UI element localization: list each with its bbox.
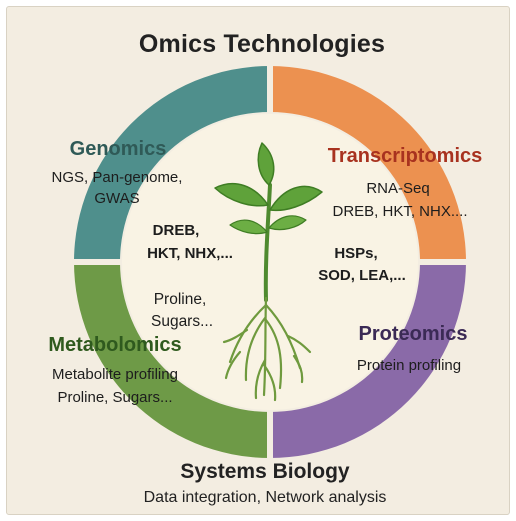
center-metabolites-line-1: Proline, <box>153 291 207 308</box>
center-disc <box>122 114 418 410</box>
systems-biology-subtitle: Data integration, Network analysis <box>143 489 387 506</box>
center-genes-line-2: HKT, NHX,... <box>147 245 233 262</box>
center-proteins-line-2: SOD, LEA,... <box>318 267 406 284</box>
transcriptomics-line-1: RNA-Seq <box>366 180 430 197</box>
systems-biology-title: Systems Biology <box>180 460 350 483</box>
figure-title: Omics Technologies <box>138 30 386 58</box>
genomics-quadrant <box>74 66 270 262</box>
genomics-label: Genomics <box>69 138 167 160</box>
proteomics-label: Proteomics <box>358 323 468 345</box>
metabolomics-label: Metabolomics <box>48 334 182 356</box>
metabolomics-quadrant <box>74 262 270 458</box>
proteomics-line-1: Protein profiling <box>356 357 462 374</box>
transcriptomics-line-2: DREB, HKT, NHX.... <box>332 203 468 220</box>
metabolomics-line-2: Proline, Sugars... <box>57 389 173 406</box>
center-genes-line-1: DREB, <box>152 222 200 239</box>
plant-seedling-icon <box>214 142 323 402</box>
metabolomics-line-1: Metabolite profiling <box>52 366 178 383</box>
transcriptomics-quadrant <box>270 66 466 262</box>
center-proteins-line-1: HSPs, <box>334 245 378 262</box>
proteomics-quadrant <box>270 262 466 458</box>
transcriptomics-label: Transcriptomics <box>327 145 483 167</box>
genomics-line-1: NGS, Pan-genome, <box>51 169 183 186</box>
center-metabolites-line-2: Sugars... <box>150 313 214 330</box>
genomics-line-2: GWAS <box>94 190 140 207</box>
